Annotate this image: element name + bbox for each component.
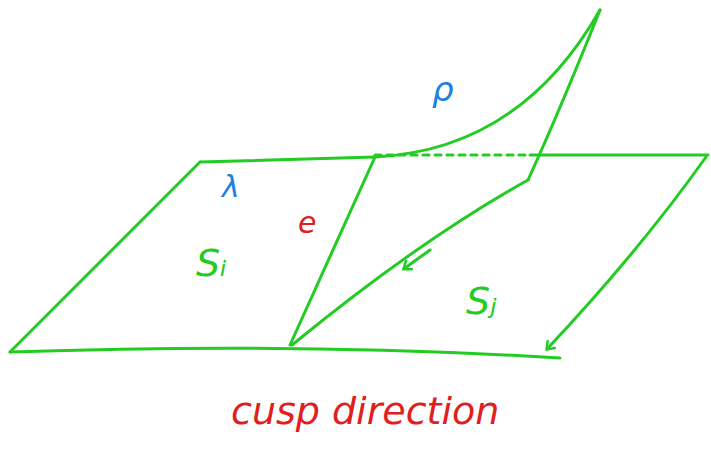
hidden-edge — [375, 154, 530, 157]
sheet-edge — [200, 157, 375, 162]
sheet-label: ρ — [432, 72, 454, 106]
sheet-edge — [10, 162, 200, 352]
sheet-edge — [548, 157, 706, 348]
surface-label: Sᵢ — [196, 244, 227, 282]
sheet-label: λ — [222, 172, 240, 202]
direction-arrow — [405, 250, 430, 268]
caption: cusp direction — [231, 392, 499, 430]
sheet-edge — [10, 348, 560, 358]
sheet-edge — [530, 154, 708, 157]
sheet-edge — [292, 180, 528, 345]
surface-label: Sⱼ — [466, 282, 497, 320]
edge-label: e — [298, 208, 316, 238]
branch-edge — [290, 157, 375, 345]
sheet-edge — [375, 10, 600, 157]
